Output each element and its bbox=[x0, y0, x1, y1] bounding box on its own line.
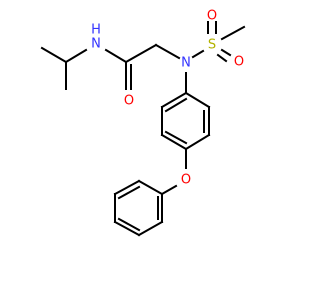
amide-hydrogen-label: H bbox=[91, 23, 101, 38]
methylene-linker bbox=[154, 43, 181, 60]
phenyl-ring-terminal bbox=[113, 179, 164, 237]
chemical-structure: N H O N S O O O bbox=[40, 9, 246, 237]
isopropyl-group bbox=[40, 46, 88, 90]
sulfonyl-oxygen-right-label: O bbox=[234, 55, 244, 70]
sulfonyl-oxygen-top-label: O bbox=[207, 9, 217, 24]
ether-linkage bbox=[160, 148, 187, 196]
sulfonamide-nitrogen-label: N bbox=[181, 56, 191, 71]
ether-oxygen-label: O bbox=[181, 173, 191, 188]
phenyl-ring-central bbox=[160, 91, 211, 151]
sulfur-label: S bbox=[208, 38, 216, 53]
sulfonyl-group bbox=[191, 21, 246, 63]
amide-nitrogen-label: N bbox=[91, 37, 101, 52]
amide-group bbox=[104, 43, 158, 90]
carbonyl-oxygen-label: O bbox=[124, 94, 134, 109]
